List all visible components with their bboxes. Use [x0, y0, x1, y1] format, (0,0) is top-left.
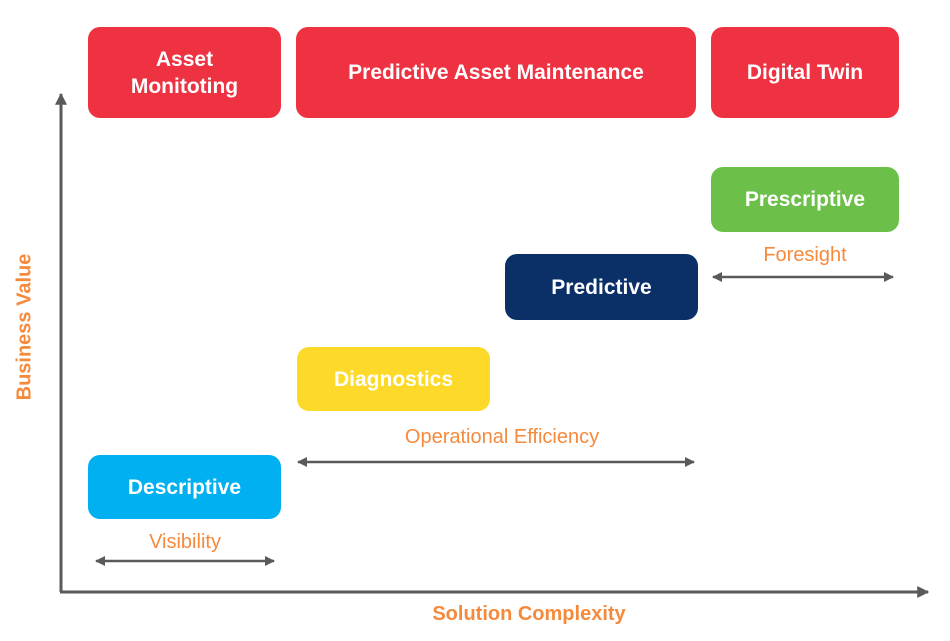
stage-diagnostics: Diagnostics	[297, 347, 490, 411]
solution-predictive-asset-maintenance: Predictive Asset Maintenance	[296, 27, 696, 118]
stage-descriptive: Descriptive	[88, 455, 281, 519]
stage-prescriptive: Prescriptive	[711, 167, 899, 232]
outcome-foresight: Foresight	[763, 244, 847, 266]
outcome-visibility: Visibility	[149, 531, 221, 553]
solution-asset-monitoring: Asset Monitoting	[88, 27, 281, 118]
stage-predictive: Predictive	[505, 254, 698, 320]
solution-digital-twin: Digital Twin	[711, 27, 899, 118]
y-axis-label: Business Value	[13, 253, 36, 401]
x-axis-label: Solution Complexity	[432, 603, 626, 625]
outcome-operational-efficiency: Operational Efficiency	[404, 426, 600, 448]
